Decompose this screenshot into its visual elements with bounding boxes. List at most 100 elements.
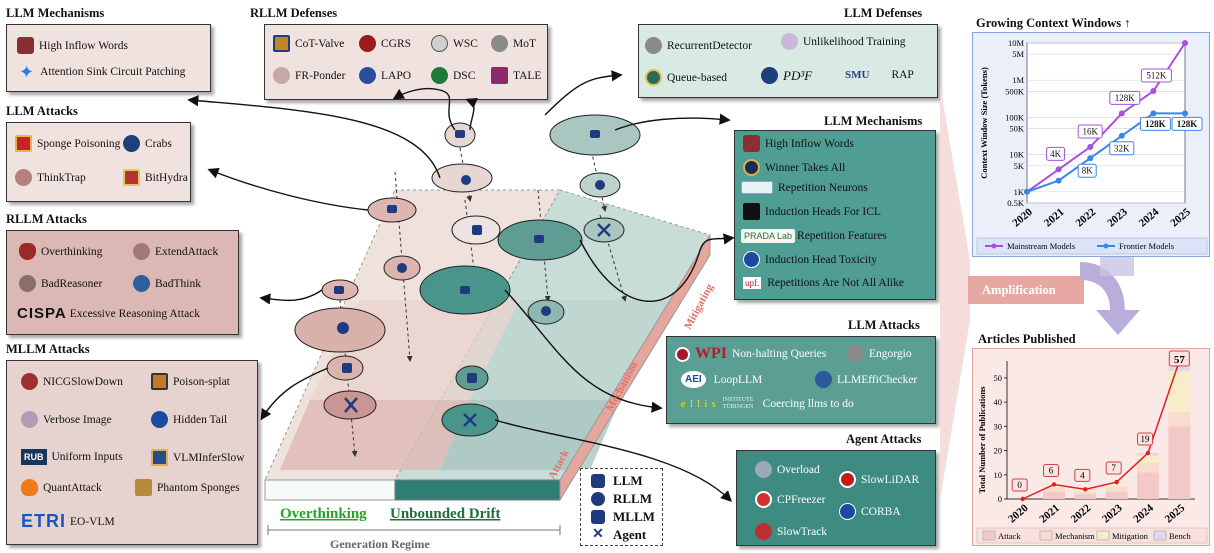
series-line-mainstream (1026, 42, 1186, 193)
left-mllm-item-3: Hidden Tail (151, 411, 227, 428)
left-mllm-item-0: NICGSlowDown (21, 373, 123, 390)
x-tick-label: 2021 (1042, 206, 1067, 229)
point-label-box (1139, 116, 1171, 131)
university-seal-icon (491, 35, 508, 52)
university-seal-icon (431, 67, 448, 84)
crest-icon (151, 373, 168, 390)
legend-label: Frontier Models (1119, 241, 1174, 251)
university-seal-icon (781, 33, 798, 50)
play-icon (591, 510, 605, 524)
total-label: 6 (1049, 465, 1054, 475)
point-label-box (1109, 90, 1141, 105)
university-seal-icon (359, 35, 376, 52)
university-seal-icon (21, 373, 38, 390)
y-tick-label: 1K (1014, 187, 1025, 197)
bar-segment-mechanism (1137, 462, 1159, 473)
shield-icon (19, 243, 36, 260)
point-label: 128K (1145, 119, 1166, 129)
point-label-box (1109, 141, 1135, 156)
shield-icon (151, 449, 168, 466)
left-mllm-item-1: Poison-splat (151, 373, 230, 390)
trend-line (1022, 360, 1181, 500)
right-llm-mechanisms-title: LLM Mechanisms (824, 114, 923, 128)
university-seal-icon (431, 35, 448, 52)
bar-segment-mitigation (1137, 455, 1159, 463)
left-rllm-attacks-box: Overthinking ExtendAttack BadReasoner Ba… (6, 230, 239, 335)
x-tick-label: 2025 (1168, 206, 1193, 230)
left-mllm-item-2: Verbose Image (21, 411, 112, 428)
crest-icon (491, 67, 508, 84)
university-seal-icon (19, 275, 36, 292)
articles-chart-title: Articles Published (978, 332, 1076, 346)
x-tick-label: 2020 (1010, 206, 1035, 230)
bar-segment-attack (1074, 494, 1097, 499)
context-chart-title: Growing Context Windows ↑ (976, 16, 1131, 30)
point-label: 16K (1082, 127, 1098, 137)
llm-defenses-title: LLM Defenses (844, 6, 923, 20)
university-seal-icon (273, 67, 290, 84)
legend-item-llm: LLM (591, 473, 643, 489)
data-point (1150, 88, 1157, 95)
total-label: 7 (1111, 463, 1116, 473)
regime-caption: Generation Regime (330, 537, 430, 551)
right-llm-attacks-title: LLM Attacks (848, 318, 920, 332)
university-seal-icon (21, 411, 38, 428)
university-seal-icon (743, 159, 760, 176)
point-label: 128K (1115, 93, 1136, 103)
point-label: 32K (1114, 143, 1130, 153)
crest-icon (273, 35, 290, 52)
right-mech-item-5: Induction Head Toxicity (743, 251, 877, 268)
left-llm-mechanisms-box: High Inflow Words ✦Attention Sink Circui… (6, 24, 211, 92)
total-label-box (1168, 350, 1190, 367)
llm-def-item-2: Queue-based (645, 69, 727, 86)
data-point (1182, 40, 1188, 46)
llm-defenses-box: RecurrentDetector Unlikelihood Training … (638, 24, 938, 98)
university-seal-icon (815, 371, 832, 388)
bar-segment-attack (1105, 491, 1128, 499)
bar-segment-attack (1043, 491, 1065, 499)
right-mech-item-0: High Inflow Words (743, 135, 854, 152)
left-mllm-item-5: VLMInferSlow (151, 449, 245, 466)
data-point (1055, 166, 1062, 173)
x-tick-label: 2025 (1163, 502, 1188, 526)
right-llm-mechanisms-box: High Inflow Words Winner Takes All Repet… (734, 130, 936, 300)
point-label: 512K (1146, 71, 1167, 81)
university-seal-icon (151, 411, 168, 428)
left-mech-item-1: ✦Attention Sink Circuit Patching (19, 62, 186, 82)
rllm-defenses-title: RLLM Defenses (250, 6, 338, 20)
bar-segment-mechanism (1043, 486, 1065, 492)
prada-lab-logo: PRADA Lab (741, 229, 796, 243)
university-seal-icon (755, 491, 772, 508)
x-tick-label: 2020 (1006, 502, 1031, 526)
legend-marker (1103, 243, 1109, 249)
legend-item-agent: ✕Agent (592, 527, 647, 542)
agent-item-3: CORBA (839, 503, 901, 520)
legend-marker (991, 243, 997, 249)
agent-item-1: SlowLiDAR (839, 471, 919, 488)
total-label-box (1074, 468, 1091, 482)
series-line-frontier (1026, 112, 1185, 193)
left-mech-item-0: High Inflow Words (17, 37, 128, 54)
legend-label: Bench (1169, 531, 1191, 541)
point-label: 4K (1050, 149, 1062, 159)
total-label: 57 (1174, 354, 1186, 366)
x-tick-label: 2021 (1037, 502, 1062, 525)
wpi-seal-icon (675, 346, 690, 362)
regime-label-unbounded-drift: Unbounded Drift (390, 506, 500, 522)
crest-icon (123, 169, 140, 186)
agent-item-2: CPFreezer (755, 491, 826, 508)
university-crest-icon (743, 135, 760, 152)
y-tick-label: 0.5K (1007, 198, 1025, 208)
left-attack-item-0: Sponge Poisoning (15, 135, 120, 152)
university-seal-icon (15, 169, 32, 186)
left-llm-attacks-box: Sponge Poisoning Crabs ThinkTrap BitHydr… (6, 122, 191, 202)
y-tick-label: 50K (1009, 124, 1025, 134)
y-tick-label: 10K (1009, 150, 1025, 160)
data-point (1182, 110, 1188, 117)
data-point (1150, 110, 1157, 117)
upf-logo: upf. (743, 277, 762, 289)
rllm-def-item-0: CoT-Valve (273, 35, 344, 52)
crest-icon (135, 479, 152, 496)
point-label-box (1140, 68, 1172, 83)
